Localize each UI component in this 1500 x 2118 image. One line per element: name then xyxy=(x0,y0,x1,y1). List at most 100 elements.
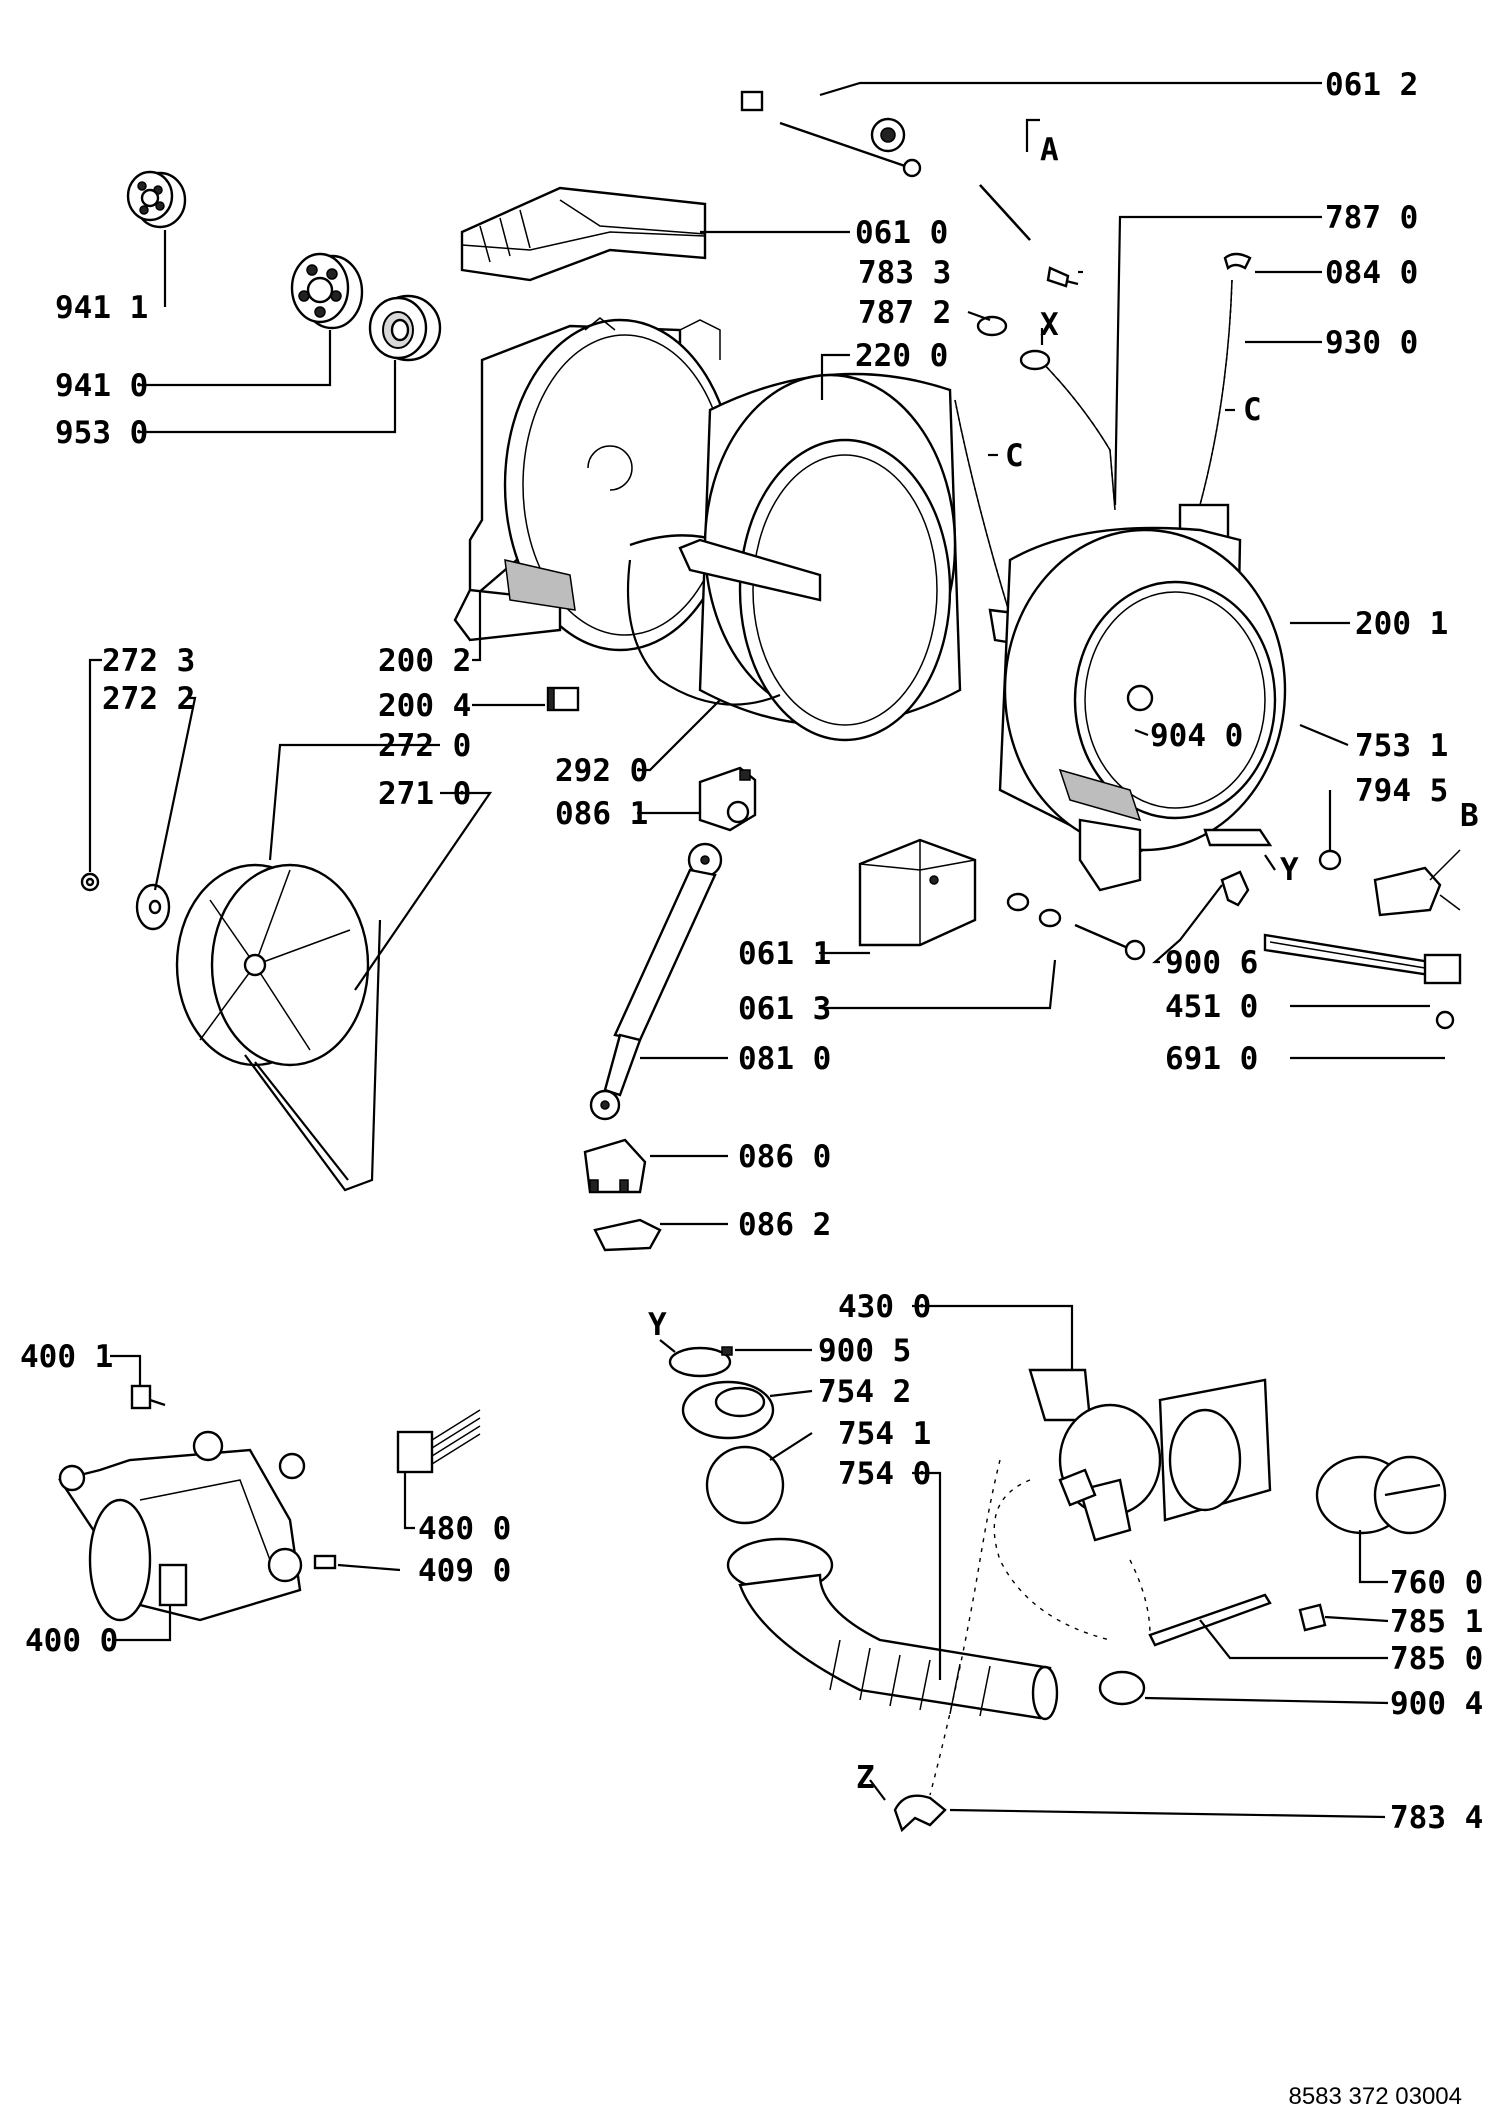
assembly-dotted-line xyxy=(929,1459,1001,1796)
part-409-0-terminal xyxy=(313,1554,337,1570)
label-451-0: 451 0 xyxy=(1165,989,1258,1025)
label-084-0: 084 0 xyxy=(1325,255,1418,291)
label-753-1: 753 1 xyxy=(1355,728,1448,764)
part-086-0-clip xyxy=(583,1138,647,1194)
part-941-0-bearing xyxy=(290,252,364,330)
part-081-0-shock-absorber xyxy=(589,842,723,1121)
label-061-3: 061 3 xyxy=(738,991,831,1027)
part-900-6-clip xyxy=(1220,870,1250,907)
part-a-rod xyxy=(979,184,1031,241)
part-754-0-sump-hose xyxy=(726,1537,1059,1721)
label-061-1: 061 1 xyxy=(738,936,831,972)
label-953-0: 953 0 xyxy=(55,415,148,451)
part-292-0-ring xyxy=(626,559,781,706)
part-272-3-nut xyxy=(80,872,100,892)
label-787-2: 787 2 xyxy=(858,295,951,331)
part-061-1-counterweight xyxy=(858,838,977,947)
label-900-6: 900 6 xyxy=(1165,945,1258,981)
part-220-0-drum xyxy=(678,372,962,742)
label-y-2: Y xyxy=(648,1307,667,1343)
label-785-1: 785 1 xyxy=(1390,1604,1483,1640)
label-061-0: 061 0 xyxy=(855,215,948,251)
label-061-2: 061 2 xyxy=(1325,67,1418,103)
part-271-0-belt xyxy=(244,919,382,1192)
label-760-0: 760 0 xyxy=(1390,1565,1483,1601)
part-200-1-front-tub xyxy=(998,526,1287,892)
part-272-2-washer xyxy=(135,883,171,931)
part-200-4-clip xyxy=(546,686,580,712)
label-a: A xyxy=(1040,132,1059,168)
part-787-2-clamp xyxy=(976,315,1008,337)
label-400-0: 400 0 xyxy=(25,1623,118,1659)
part-794-5-grommet xyxy=(1318,849,1342,871)
label-691-0: 691 0 xyxy=(1165,1041,1258,1077)
part-b-thermostat xyxy=(1373,849,1461,917)
part-900-4-clamp xyxy=(1098,1670,1146,1706)
label-787-0: 787 0 xyxy=(1325,200,1418,236)
label-754-2: 754 2 xyxy=(818,1374,911,1410)
part-480-0-connector xyxy=(396,1409,481,1474)
label-x: X xyxy=(1040,307,1059,343)
part-785-0-hose xyxy=(1129,1559,1272,1647)
assembly-dotted-line-2 xyxy=(993,1479,1111,1641)
label-783-3: 783 3 xyxy=(858,255,951,291)
part-691-0-nut xyxy=(1435,1010,1455,1030)
label-783-4: 783 4 xyxy=(1390,1800,1483,1836)
label-754-1: 754 1 xyxy=(838,1416,931,1452)
label-480-0: 480 0 xyxy=(418,1511,511,1547)
label-200-4: 200 4 xyxy=(378,688,471,724)
label-292-0: 292 0 xyxy=(555,753,648,789)
label-785-0: 785 0 xyxy=(1390,1641,1483,1677)
leader-lines xyxy=(88,81,1445,1819)
label-272-2: 272 2 xyxy=(102,681,195,717)
part-785-1-nozzle xyxy=(1298,1603,1327,1632)
part-200-2-rear-tub xyxy=(453,317,761,652)
label-904-0: 904 0 xyxy=(1150,718,1243,754)
label-271-0: 271 0 xyxy=(378,776,471,812)
part-272-0-pulley xyxy=(175,863,370,1067)
label-b: B xyxy=(1460,798,1479,834)
label-c-1: C xyxy=(1243,392,1262,428)
part-754-1-ball xyxy=(705,1445,785,1525)
document-reference: 8583 372 03004 xyxy=(1288,2083,1462,2110)
part-760-0-filter xyxy=(1315,1455,1447,1535)
label-200-1: 200 1 xyxy=(1355,606,1448,642)
part-400-0-motor xyxy=(58,1430,306,1622)
label-930-0: 930 0 xyxy=(1325,325,1418,361)
label-272-0: 272 0 xyxy=(378,728,471,764)
label-086-0: 086 0 xyxy=(738,1139,831,1175)
label-900-4: 900 4 xyxy=(1390,1686,1483,1722)
part-787-0-hose xyxy=(1019,349,1116,511)
part-430-0-pump xyxy=(1028,1368,1272,1542)
label-y-1: Y xyxy=(1280,852,1299,888)
label-z: Z xyxy=(856,1760,875,1796)
label-941-0: 941 0 xyxy=(55,368,148,404)
label-794-5: 794 5 xyxy=(1355,773,1448,809)
label-900-5: 900 5 xyxy=(818,1333,911,1369)
part-754-2-gasket xyxy=(681,1380,775,1440)
label-409-0: 409 0 xyxy=(418,1553,511,1589)
part-953-0-seal xyxy=(368,294,442,362)
part-783-4-hose xyxy=(893,1794,947,1833)
part-086-1-bracket xyxy=(698,766,757,832)
part-086-2-clip xyxy=(593,1218,662,1252)
label-c-2: C xyxy=(1005,438,1024,474)
label-754-0: 754 0 xyxy=(838,1456,931,1492)
label-200-2: 200 2 xyxy=(378,643,471,679)
label-081-0: 081 0 xyxy=(738,1041,831,1077)
part-930-0-spring-right xyxy=(1178,252,1252,547)
label-086-2: 086 2 xyxy=(738,1207,831,1243)
part-783-3-nozzle xyxy=(1046,266,1079,288)
label-220-0: 220 0 xyxy=(855,338,948,374)
part-941-1-bearing xyxy=(126,170,187,229)
part-451-0-heater xyxy=(1263,933,1462,985)
label-941-1: 941 1 xyxy=(55,290,148,326)
part-061-2-bracket xyxy=(740,90,922,178)
label-272-3: 272 3 xyxy=(102,643,195,679)
label-086-1: 086 1 xyxy=(555,796,648,832)
label-430-0: 430 0 xyxy=(838,1289,931,1325)
part-061-0-counterweight xyxy=(460,186,707,282)
part-400-1-plug xyxy=(130,1384,166,1410)
part-900-5-clamp xyxy=(668,1346,733,1378)
